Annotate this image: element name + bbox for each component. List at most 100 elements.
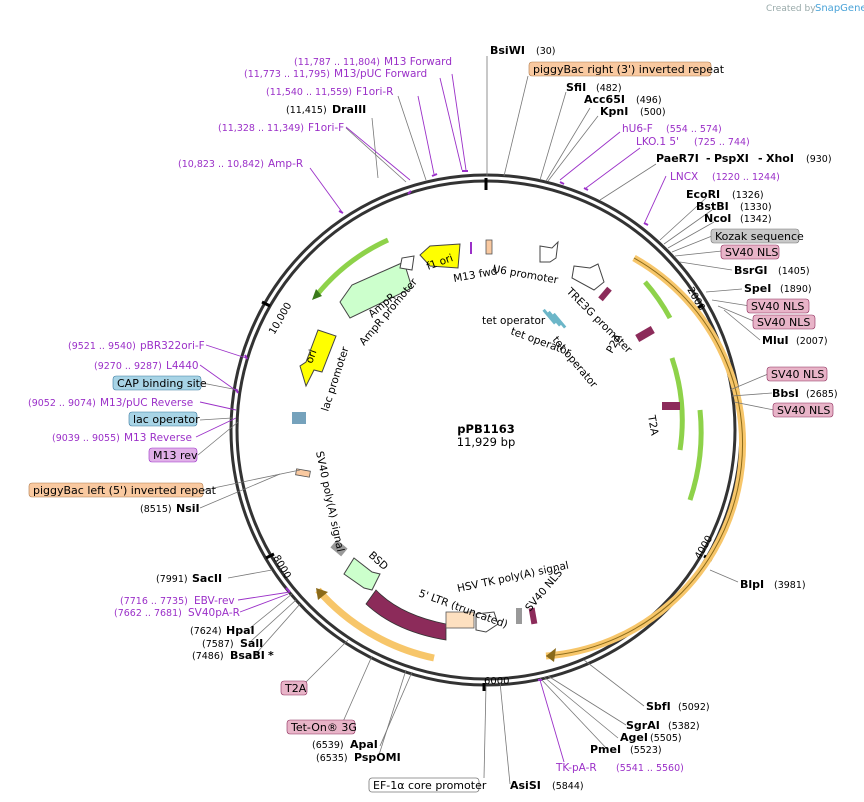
site-mlui: MluI xyxy=(762,334,789,347)
pb-left-label: piggyBac left (5') inverted repeat xyxy=(33,484,217,497)
t2a-inner-label: T2A xyxy=(645,413,661,437)
plasmid-length: 11,929 bp xyxy=(457,435,516,449)
sv40nls-box-3 xyxy=(752,314,816,330)
primer-lko-pos: (725 .. 744) xyxy=(694,137,750,148)
m13rev-box-label: M13 rev xyxy=(153,449,198,462)
ori-label: ori xyxy=(304,348,320,365)
site-sfii-pos: (482) xyxy=(596,83,622,94)
primer-tkpa: TK-pA-R xyxy=(555,762,597,774)
site-pspxi: PspXI xyxy=(714,152,749,165)
site-draiii: DraIII xyxy=(332,103,366,116)
site-asisi-pos: (5844) xyxy=(552,781,584,792)
site-acc65i: Acc65I xyxy=(584,93,625,106)
primer-l4440: L4440 xyxy=(166,360,199,372)
sv40nls-label-4: SV40 NLS xyxy=(771,368,824,381)
primer-m13pucrev: M13/pUC Reverse xyxy=(100,397,193,409)
tick-label-8000: 8000 xyxy=(270,553,292,581)
m13fwd-marker xyxy=(470,242,472,254)
primer-pbr: pBR322ori-F xyxy=(140,340,205,352)
watermark-prefix: Created by xyxy=(766,4,816,14)
primer-m13fwd-pos: (11,787 .. 11,804) xyxy=(294,57,380,68)
tick-label-6000: 6000 xyxy=(484,676,509,687)
site-mlui-pos: (2007) xyxy=(796,336,828,347)
site-spei-pos: (1890) xyxy=(780,284,812,295)
cap-box xyxy=(112,375,202,391)
pb-left-marker xyxy=(295,468,311,478)
site-apai-pos: (6539) xyxy=(312,740,344,751)
site-dash1: - xyxy=(706,152,711,165)
site-dash2: - xyxy=(758,152,763,165)
primer-m13puc-pos: (11,773 .. 11,795) xyxy=(244,69,330,80)
sv40nls-box-2 xyxy=(746,298,810,314)
ltr-arrow xyxy=(365,589,447,641)
sv40nls-box-4 xyxy=(766,366,828,382)
site-sacii: SacII xyxy=(192,572,222,585)
site-kpni: KpnI xyxy=(600,105,628,118)
tick-8000 xyxy=(265,552,275,560)
site-bsrgi: BsrGI xyxy=(734,264,767,277)
site-sali-pos: (7587) xyxy=(202,639,234,650)
snapgene-logo: SnapGene xyxy=(815,3,864,14)
kozak-label: Kozak sequence xyxy=(715,230,804,243)
site-ecori-pos: (1326) xyxy=(732,190,764,201)
site-sbfi: SbfI xyxy=(646,700,671,713)
primer-f1orif: F1ori-F xyxy=(308,122,344,134)
sv40nls-label-1: SV40 NLS xyxy=(725,246,778,259)
bsd-arrow xyxy=(343,557,381,591)
cap-label: CAP binding site xyxy=(117,377,207,390)
site-ncoi: NcoI xyxy=(704,212,731,225)
site-spei: SpeI xyxy=(744,282,771,295)
tre3g-promoter-arrow xyxy=(571,263,605,291)
sv40nls-label-5: SV40 NLS xyxy=(777,404,830,417)
site-kpni-pos: (500) xyxy=(640,107,666,118)
primer-f1orir-pos: (11,540 .. 11,559) xyxy=(266,87,352,98)
green-arc-3 xyxy=(669,357,685,451)
primer-sv40pa-pos: (7662 .. 7681) xyxy=(114,608,182,619)
sv40nls-box-1 xyxy=(720,244,780,260)
primer-f1orir: F1ori-R xyxy=(356,86,393,98)
site-bbsi: BbsI xyxy=(772,387,799,400)
site-sgrai: SgrAI xyxy=(626,719,660,732)
site-bsabi-pos: (7486) xyxy=(192,651,224,662)
green-arc-2 xyxy=(643,280,673,320)
t2a-box xyxy=(280,680,308,696)
sv40nls-marker-inner xyxy=(528,607,538,625)
site-bsabi: BsaBI xyxy=(230,649,265,662)
primer-m13pucrev-pos: (9052 .. 9074) xyxy=(28,398,96,409)
t2a-markers xyxy=(662,402,680,410)
plasmid-name: pPB1163 xyxy=(457,422,514,436)
green-arrowhead-1 xyxy=(312,289,322,300)
kozak-box xyxy=(710,228,800,244)
primer-ebv-pos: (7716 .. 7735) xyxy=(120,596,188,607)
primer-pbr-pos: (9521 .. 9540) xyxy=(68,341,136,352)
site-bbsi-pos: (2685) xyxy=(806,389,838,400)
primer-m13rev: M13 Reverse xyxy=(124,432,192,444)
ef1a-label: EF-1α core promoter xyxy=(373,779,487,792)
site-bsrgi-pos: (1405) xyxy=(778,266,810,277)
cds-arc-right xyxy=(545,254,747,660)
site-acc65i-pos: (496) xyxy=(636,95,662,106)
primer-ebv: EBV-rev xyxy=(194,595,235,607)
t2a-label: T2A xyxy=(284,682,307,695)
pb-right-box xyxy=(528,61,712,77)
m13rev-box xyxy=(148,447,198,463)
ef1a-marker xyxy=(445,611,475,629)
site-bstbi-pos: (1330) xyxy=(740,202,772,213)
pb-left-box xyxy=(28,482,204,498)
site-pae-pos: (930) xyxy=(806,154,832,165)
primer-tkpa-pos: (5541 .. 5560) xyxy=(616,763,684,774)
ori-arrow xyxy=(299,329,337,388)
site-pspomi-pos: (6535) xyxy=(316,753,348,764)
hsv-tk-marker xyxy=(475,611,499,633)
tick-10000 xyxy=(261,300,271,308)
teton-label: Tet-On® 3G xyxy=(290,721,357,734)
tet-operator-marks xyxy=(542,308,567,329)
primer-lko: LKO.1 5' xyxy=(636,136,679,148)
site-sbfi-pos: (5092) xyxy=(678,702,710,713)
site-bsabi-star: * xyxy=(268,649,274,662)
site-xhoi: XhoI xyxy=(766,152,794,165)
primer-ampr-pos: (10,823 .. 10,842) xyxy=(178,159,264,170)
cds-arc-right-edge xyxy=(545,257,744,657)
site-bstbi: BstBI xyxy=(696,200,729,213)
